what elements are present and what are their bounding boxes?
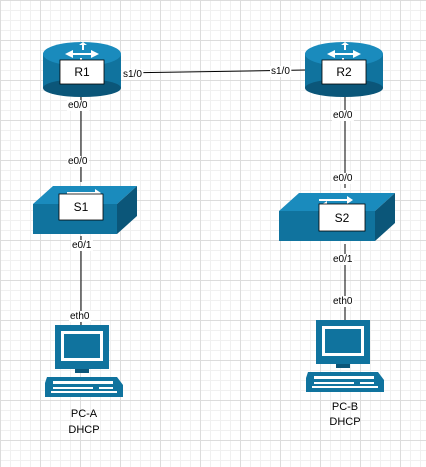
port-label-background [332,254,354,265]
port-label-background [332,110,354,121]
router-label-box [59,59,105,85]
pc-note: DHCP [329,416,360,428]
switch-name: S1 [74,200,89,214]
port-label-background [67,100,89,111]
pc-note: DHCP [68,424,99,436]
port-label-s2-e0-0: e0/0 [333,173,353,184]
port-label-r1-e0-0: e0/0 [68,100,88,111]
port-label-pcb-eth0: eth0 [333,296,353,307]
pc-icon [306,320,384,392]
port-label-r2-e0-0: e0/0 [333,110,353,121]
port-label-pca-eth0: eth0 [70,311,90,322]
port-label-background [332,296,354,307]
switch-label-box [318,203,366,232]
router-label-box [321,59,367,85]
pc-icon [45,325,123,397]
pc-name: PC-A [71,408,98,420]
switch-label-box [58,193,104,221]
pc-b[interactable]: PC-B DHCP [306,320,384,428]
port-label-background [67,156,89,167]
port-labels: s1/0 s1/0 e0/0 e0/0 e0/1 eth0 e0/0 e0/0 … [67,66,354,322]
switch-s1[interactable]: S1 [33,186,137,234]
router-name: R2 [336,65,352,79]
router-r1[interactable]: R1 [43,42,121,97]
router-r2[interactable]: R2 [305,42,383,97]
switch-name: S2 [335,211,350,225]
port-label-background [71,240,93,251]
port-label-s1-e0-1: e0/1 [72,240,92,251]
router-name: R1 [74,65,90,79]
port-label-background [122,69,144,80]
pc-name: PC-B [332,401,358,413]
switch-s2[interactable]: S2 [279,193,395,241]
port-label-background [270,66,292,77]
port-label-r2-s1-0: s1/0 [271,66,290,77]
port-label-s1-e0-0: e0/0 [68,156,88,167]
port-label-s2-e0-1: e0/1 [333,254,353,265]
port-label-background [69,311,91,322]
pc-a[interactable]: PC-A DHCP [45,325,123,436]
port-label-background [332,173,354,184]
port-label-r1-s1-0: s1/0 [123,69,142,80]
